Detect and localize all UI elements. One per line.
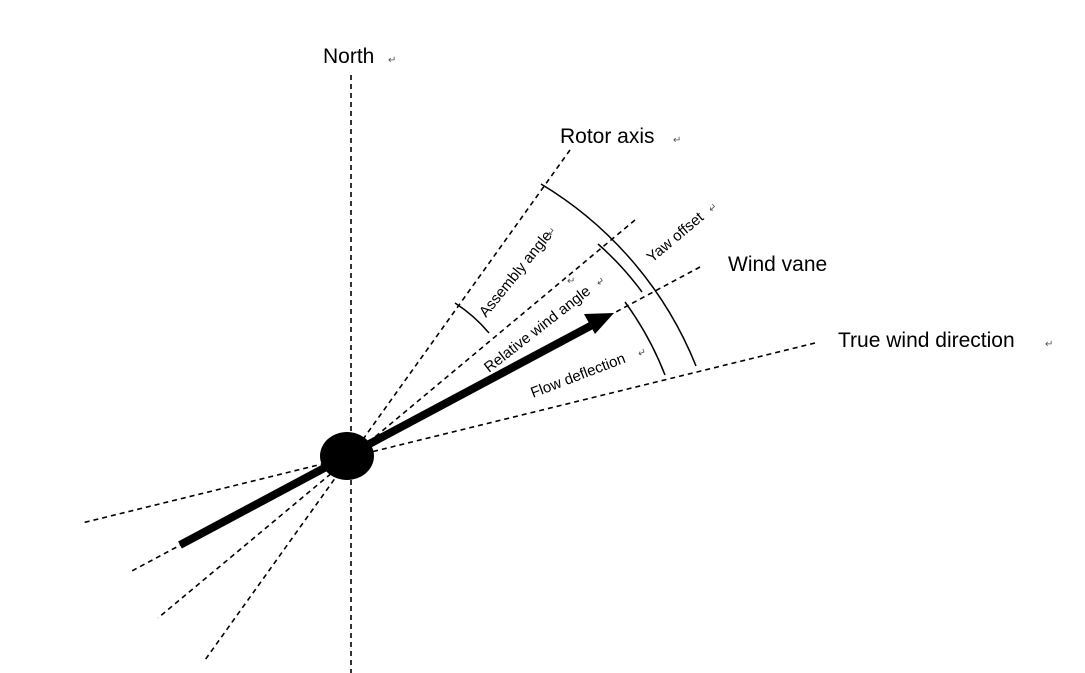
wind-vane-label: Wind vane: [728, 253, 827, 276]
assembly-angle-arc: [454, 302, 490, 334]
turbine-hub: [320, 432, 374, 480]
flow-deflection-mark: ↵: [637, 347, 649, 360]
relative-wind-angle-mark: ↵: [594, 275, 607, 289]
true-wind-direction-mark: ↵: [1045, 339, 1053, 350]
north-label: North: [323, 45, 374, 68]
true-wind-direction-line: [81, 342, 816, 524]
wind-vane-shaft: [178, 319, 598, 549]
rotor-axis-line: [204, 149, 571, 661]
assembly-angle-label: Assembly angle: [476, 228, 556, 321]
diagonal-line: [157, 219, 636, 619]
rotor-axis-mark: ↵: [673, 135, 681, 146]
north-mark: ↵: [388, 55, 396, 66]
yaw-offset-mark: ↵: [707, 201, 720, 215]
rotor-axis-label: Rotor axis: [560, 125, 655, 148]
true-wind-direction-label: True wind direction: [838, 329, 1015, 352]
flow-deflection-label: Flow deflection: [528, 350, 628, 402]
wind-vane-arrowhead: [584, 313, 614, 334]
flow-deflection-arc: [624, 301, 666, 376]
yaw-offset-label: Yaw offset: [644, 208, 708, 266]
yaw-offset-arc: [540, 183, 697, 367]
stray-mark: ↵: [567, 276, 575, 287]
relative-wind-angle-arc: [597, 243, 643, 293]
